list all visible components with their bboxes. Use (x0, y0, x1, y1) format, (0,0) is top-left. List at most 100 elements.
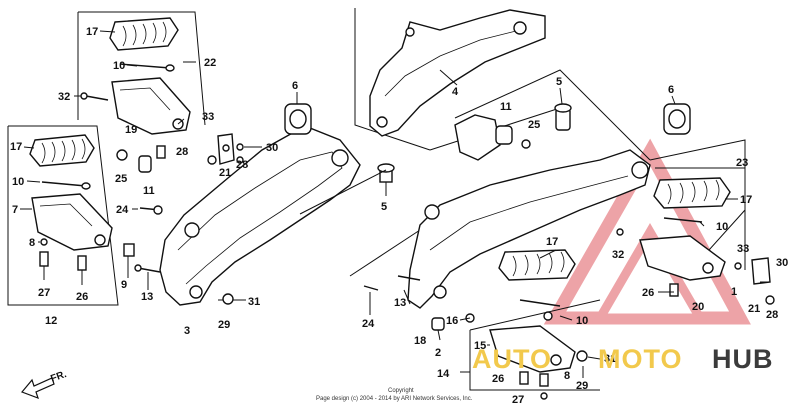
callout-18: 18 (414, 335, 426, 347)
callout-30: 30 (266, 142, 278, 154)
svg-text:MOTO: MOTO (598, 344, 683, 374)
callout-22: 22 (204, 57, 216, 69)
svg-text:Copyright: Copyright (388, 388, 414, 394)
callout-28: 28 (236, 159, 248, 171)
lower-footpeg-spring-pin (41, 181, 91, 190)
callout-15: 15 (474, 340, 486, 352)
callout-12: 12 (45, 315, 57, 327)
bolt-24-left (139, 205, 163, 215)
copyright-footer: Copyright Page design (c) 2004 - 2014 by… (316, 388, 473, 402)
callout-33: 33 (202, 111, 214, 123)
lower-footpeg-body (31, 193, 113, 251)
callout-9: 9 (121, 279, 127, 291)
right-lower-rubber (498, 249, 576, 281)
callout-16: 16 (446, 315, 458, 327)
upper-footpeg-rubber (109, 17, 179, 51)
callout-14: 14 (437, 368, 450, 380)
callout-5: 5 (381, 201, 387, 213)
left-main-bracket (159, 125, 361, 306)
left-upper-bracket-frame (77, 11, 206, 126)
callout-numbers: 17 10 22 32 33 19 28 17 30 25 11 21 28 1… (10, 26, 788, 406)
bracket-guide-line (299, 169, 387, 215)
left-bushing-6 (284, 103, 312, 135)
right-lower-pin (519, 299, 561, 321)
callout-20: 20 (692, 301, 704, 313)
right-lower-body (489, 325, 576, 373)
callout-25: 25 (528, 119, 540, 131)
left-lower-bracket-frame (7, 125, 119, 306)
callout-3: 3 (184, 325, 190, 337)
svg-text:HUB: HUB (712, 344, 774, 374)
upper-pivot-pin-32 (80, 92, 109, 101)
callout-17: 17 (86, 26, 98, 38)
inset-bracket-4 (369, 9, 546, 137)
callout-10: 10 (113, 60, 125, 72)
callout-25: 25 (115, 173, 127, 185)
callout-31: 31 (604, 353, 616, 365)
callout-8: 8 (564, 370, 570, 382)
callout-17: 17 (10, 141, 22, 153)
callout-2: 2 (435, 347, 441, 359)
right-upper-rubber (653, 177, 731, 209)
right-collar-5 (554, 103, 572, 131)
callout-4: 4 (452, 86, 459, 98)
callout-1: 1 (731, 286, 737, 298)
right-bushing-6 (663, 103, 691, 135)
callout-24: 24 (362, 318, 375, 330)
callout-26: 26 (76, 291, 88, 303)
callout-6: 6 (668, 84, 674, 96)
callout-11: 11 (143, 185, 155, 197)
callout-10: 10 (576, 315, 588, 327)
right-bushing-11-25 (495, 125, 531, 149)
callout-27: 27 (38, 287, 50, 299)
callout-24: 24 (116, 204, 129, 216)
callout-10: 10 (716, 221, 728, 233)
callout-28: 28 (176, 146, 188, 158)
callout-8: 8 (29, 237, 35, 249)
callout-29: 29 (218, 319, 230, 331)
front-direction-label: FR. (49, 369, 68, 385)
collar-25-11-left (116, 145, 166, 173)
lower-footpeg-rubber (29, 134, 95, 167)
right-lower-small-parts (363, 275, 588, 400)
bracket-21-28-30-left (217, 133, 244, 165)
callout-28: 28 (766, 309, 778, 321)
svg-text:Page design (c) 2004 - 2014 by: Page design (c) 2004 - 2014 by ARI Netwo… (316, 396, 473, 402)
callout-32: 32 (612, 249, 624, 261)
callout-30: 30 (776, 257, 788, 269)
right-upper-pin (663, 217, 703, 223)
left-bolt-29-31 (222, 293, 234, 305)
callout-10: 10 (12, 176, 24, 188)
callout-27: 27 (512, 394, 524, 406)
right-main-bracket (407, 114, 651, 309)
callout-32: 32 (58, 91, 70, 103)
right-lower-frame (469, 299, 601, 391)
callout-13: 13 (394, 297, 406, 309)
right-upper-body-20 (639, 235, 726, 281)
callout-5: 5 (556, 76, 562, 88)
callout-26: 26 (492, 373, 504, 385)
leader-lines (20, 30, 770, 378)
callout-33: 33 (737, 243, 749, 255)
right-upper-frame (655, 167, 746, 270)
front-direction-arrow: FR. (20, 369, 68, 400)
callout-21: 21 (219, 167, 231, 179)
watermark-wordmark: AUTO MOTO HUB (472, 344, 774, 374)
bolt-9-13-left (123, 243, 161, 273)
svg-text:AUTO: AUTO (472, 344, 552, 374)
callout-21: 21 (748, 303, 760, 315)
callout-29: 29 (576, 380, 588, 392)
callout-23: 23 (736, 157, 748, 169)
callout-31: 31 (248, 296, 260, 308)
callout-17: 17 (546, 236, 558, 248)
callout-11: 11 (500, 101, 512, 113)
upper-footpeg-body (111, 77, 191, 135)
callout-6: 6 (292, 80, 298, 92)
callout-26: 26 (642, 287, 654, 299)
right-small-parts (616, 228, 775, 305)
callout-19: 19 (125, 124, 137, 136)
callout-13: 13 (141, 291, 153, 303)
callout-7: 7 (12, 204, 18, 216)
callout-17: 17 (740, 194, 752, 206)
